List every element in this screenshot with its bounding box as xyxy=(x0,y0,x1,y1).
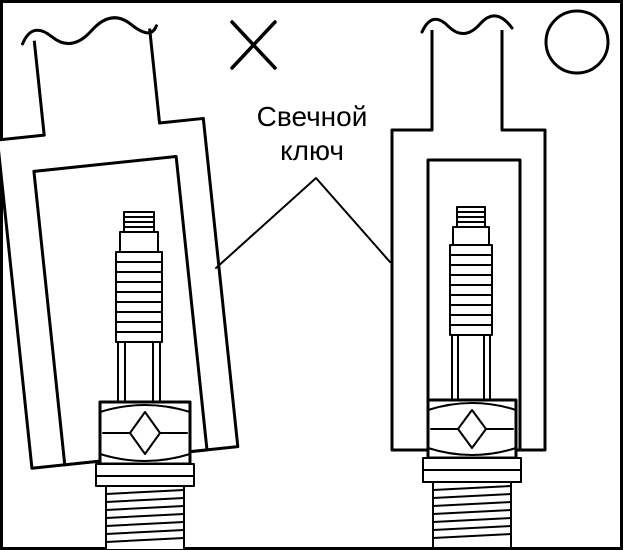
callout-label: Свечной ключ xyxy=(232,100,392,168)
cross-mark-icon xyxy=(230,20,277,70)
left-plug-insulator xyxy=(115,251,163,343)
callout-leader-lines xyxy=(215,177,391,269)
right-socket-cut-edge xyxy=(420,14,514,35)
callout-label-line2: ключ xyxy=(280,135,344,166)
left-socket-cut-edge xyxy=(21,16,158,46)
right-plug-insulator xyxy=(449,244,493,336)
left-spark-plug xyxy=(95,211,195,550)
circle-mark-icon xyxy=(544,9,610,75)
right-spark-plug xyxy=(422,206,522,549)
callout-label-line1: Свечной xyxy=(256,101,368,132)
